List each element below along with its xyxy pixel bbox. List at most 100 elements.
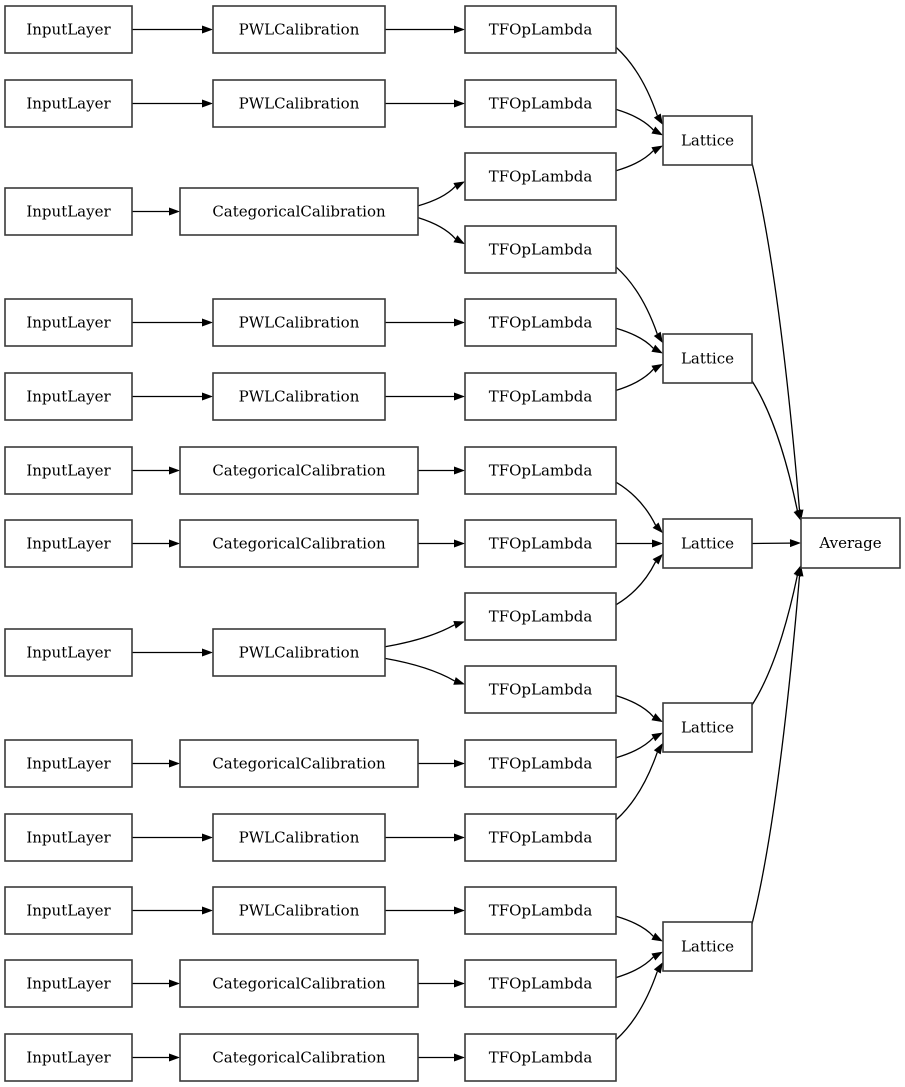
lattice-node[interactable]: Lattice [662, 518, 753, 569]
arrowhead-icon [202, 99, 213, 108]
calibration-node[interactable]: PWLCalibration [212, 372, 386, 421]
tfop-lambda-node[interactable]: TFOpLambda [464, 1033, 617, 1082]
calibration-node[interactable]: CategoricalCalibration [179, 187, 419, 236]
node-label: TFOpLambda [489, 21, 593, 39]
node-label: InputLayer [26, 829, 111, 847]
node-border [212, 5, 386, 54]
node-label: InputLayer [26, 462, 111, 480]
tfop-lambda-node[interactable]: TFOpLambda [464, 5, 617, 54]
input-layer-node[interactable]: InputLayer [4, 79, 133, 128]
calibration-node[interactable]: PWLCalibration [212, 5, 386, 54]
node-label: InputLayer [26, 755, 111, 773]
lattice-node[interactable]: Lattice [662, 115, 753, 166]
calibration-node[interactable]: CategoricalCalibration [179, 446, 419, 495]
node-label: InputLayer [26, 902, 111, 920]
node-border [464, 372, 617, 421]
node-label: PWLCalibration [239, 314, 360, 332]
tfop-lambda-node[interactable]: TFOpLambda [464, 813, 617, 862]
calibration-node[interactable]: PWLCalibration [212, 886, 386, 935]
arrowhead-icon [202, 392, 213, 401]
tfop-lambda-node[interactable]: TFOpLambda [464, 152, 617, 201]
node-border [464, 1033, 617, 1082]
node-label: TFOpLambda [489, 975, 593, 993]
lattice-node[interactable]: Lattice [662, 921, 753, 972]
arrowhead-icon [453, 621, 465, 629]
tfop-lambda-node[interactable]: TFOpLambda [464, 298, 617, 347]
node-label: PWLCalibration [239, 644, 360, 662]
edge-arrow [132, 318, 213, 327]
edge-arrow [417, 181, 465, 207]
node-label: TFOpLambda [489, 535, 593, 553]
arrowhead-icon [653, 962, 663, 974]
node-label: TFOpLambda [489, 241, 593, 259]
node-label: PWLCalibration [239, 21, 360, 39]
input-layer-node[interactable]: InputLayer [4, 739, 133, 788]
input-layer-node[interactable]: InputLayer [4, 1033, 133, 1082]
edge-arrow [615, 481, 663, 534]
calibration-node[interactable]: PWLCalibration [212, 628, 386, 677]
edge-arrow [385, 318, 465, 327]
calibration-node[interactable]: CategoricalCalibration [179, 739, 419, 788]
node-border [464, 739, 617, 788]
edge-arrow [132, 392, 213, 401]
node-label: InputLayer [26, 975, 111, 993]
arrowhead-icon [653, 113, 663, 125]
tfop-lambda-node[interactable]: TFOpLambda [464, 519, 617, 568]
input-layer-node[interactable]: InputLayer [4, 298, 133, 347]
tfop-lambda-node[interactable]: TFOpLambda [464, 739, 617, 788]
input-layer-node[interactable]: InputLayer [4, 519, 133, 568]
node-label: TFOpLambda [489, 681, 593, 699]
arrowhead-icon [652, 553, 663, 565]
node-label: InputLayer [26, 535, 111, 553]
calibration-node[interactable]: PWLCalibration [212, 813, 386, 862]
node-border [662, 702, 753, 753]
node-label: Lattice [681, 350, 734, 368]
node-border [464, 959, 617, 1008]
tfop-lambda-node[interactable]: TFOpLambda [464, 225, 617, 274]
tfop-lambda-node[interactable]: TFOpLambda [464, 79, 617, 128]
node-label: PWLCalibration [239, 902, 360, 920]
edge-arrow [615, 962, 663, 1041]
arrowhead-icon [169, 1053, 180, 1062]
edge-arrow [385, 833, 465, 842]
edge-arrow [615, 145, 663, 172]
arrowhead-icon [169, 979, 180, 988]
calibration-node[interactable]: CategoricalCalibration [179, 1033, 419, 1082]
node-border [464, 592, 617, 641]
input-layer-node[interactable]: InputLayer [4, 813, 133, 862]
node-border [179, 187, 419, 236]
calibration-node[interactable]: CategoricalCalibration [179, 959, 419, 1008]
edge-arrow [751, 539, 801, 548]
calibration-node[interactable]: PWLCalibration [212, 298, 386, 347]
tfop-lambda-node[interactable]: TFOpLambda [464, 665, 617, 714]
edge-arrow [418, 759, 465, 768]
input-layer-node[interactable]: InputLayer [4, 959, 133, 1008]
node-label: TFOpLambda [489, 755, 593, 773]
node-border [464, 813, 617, 862]
arrowhead-icon [651, 932, 663, 942]
edges-layer [132, 25, 804, 1062]
calibration-node[interactable]: PWLCalibration [212, 79, 386, 128]
tfop-lambda-node[interactable]: TFOpLambda [464, 959, 617, 1008]
input-layer-node[interactable]: InputLayer [4, 187, 133, 236]
lattice-node[interactable]: Lattice [662, 333, 753, 384]
tfop-lambda-node[interactable]: TFOpLambda [464, 446, 617, 495]
node-label: TFOpLambda [489, 1049, 593, 1067]
input-layer-node[interactable]: InputLayer [4, 886, 133, 935]
tfop-lambda-node[interactable]: TFOpLambda [464, 886, 617, 935]
tfop-lambda-node[interactable]: TFOpLambda [464, 592, 617, 641]
input-layer-node[interactable]: InputLayer [4, 5, 133, 54]
arrowhead-icon [652, 539, 663, 548]
input-layer-node[interactable]: InputLayer [4, 372, 133, 421]
node-label: PWLCalibration [239, 95, 360, 113]
tfop-lambda-node[interactable]: TFOpLambda [464, 372, 617, 421]
average-node[interactable]: Average [800, 517, 901, 569]
input-layer-node[interactable]: InputLayer [4, 628, 133, 677]
node-border [464, 519, 617, 568]
input-layer-node[interactable]: InputLayer [4, 446, 133, 495]
arrowhead-icon [202, 648, 213, 657]
lattice-node[interactable]: Lattice [662, 702, 753, 753]
calibration-node[interactable]: CategoricalCalibration [179, 519, 419, 568]
node-border [464, 5, 617, 54]
